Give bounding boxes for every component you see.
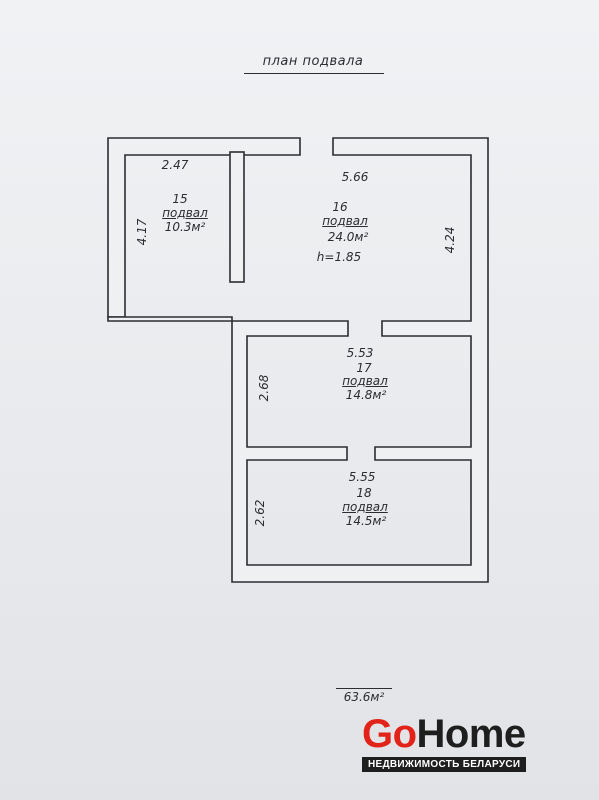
total-area: 63.6м² <box>336 684 392 706</box>
room-18-number: 18 <box>356 486 372 500</box>
room-18-length: 2.62 <box>253 499 267 527</box>
room-15-name: подвал <box>162 206 208 220</box>
room-18-width: 5.55 <box>348 470 376 484</box>
logo-wordmark: GoHome <box>362 712 526 756</box>
room-17-length: 2.68 <box>257 374 271 402</box>
partition-15-16 <box>229 151 245 283</box>
room-16-area: 24.0м² <box>327 230 369 244</box>
room-15-area: 10.3м² <box>164 220 206 234</box>
room-16-length: 4.24 <box>443 226 457 254</box>
room-18-area: 14.5м² <box>345 514 387 528</box>
gohome-logo: GoHome НЕДВИЖИМОСТЬ БЕЛАРУСИ <box>362 712 562 774</box>
room-16-number: 16 <box>332 200 348 214</box>
room-17-width: 5.53 <box>346 346 374 360</box>
logo-go: Go <box>362 712 417 756</box>
room-17-area: 14.8м² <box>345 388 387 402</box>
room-16-name: подвал <box>322 214 368 228</box>
logo-home: Home <box>416 712 527 756</box>
room-17-name: подвал <box>342 374 388 388</box>
plan-title: план подвала <box>238 54 388 74</box>
room-16-width: 5.66 <box>341 170 369 184</box>
room-15-number: 15 <box>172 192 188 206</box>
room-16-height: h=1.85 <box>316 250 362 264</box>
logo-tagline: НЕДВИЖИМОСТЬ БЕЛАРУСИ <box>362 757 527 772</box>
room-18-name: подвал <box>342 500 388 514</box>
room-15-length: 4.17 <box>135 218 149 246</box>
room-15-width: 2.47 <box>161 158 189 172</box>
room-17-number: 17 <box>356 361 372 375</box>
